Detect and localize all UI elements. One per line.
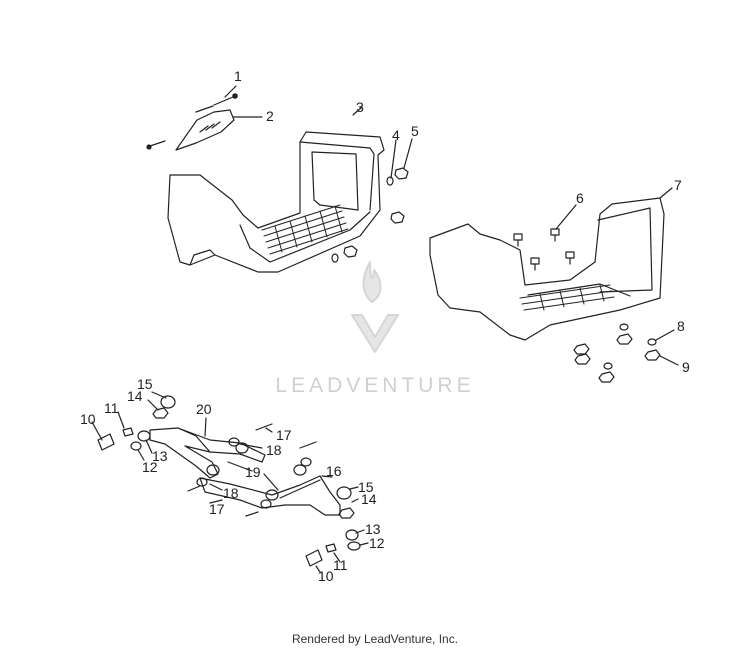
part-4-washer <box>331 139 397 263</box>
callout-labels: 1 2 3 4 5 6 7 8 9 10 11 12 13 14 15 20 1… <box>80 68 690 584</box>
part-2-plate <box>175 109 263 151</box>
watermark-logo <box>351 261 399 353</box>
callout-9: 9 <box>682 359 690 375</box>
callout-16: 16 <box>326 463 342 479</box>
callout-15-upper: 15 <box>137 376 153 392</box>
callout-6: 6 <box>576 190 584 206</box>
callout-19: 19 <box>245 464 261 480</box>
rendered-by-footer: Rendered by LeadVenture, Inc. <box>291 632 459 646</box>
callout-13-lower: 13 <box>365 521 381 537</box>
part-6-bolts <box>513 204 577 271</box>
part-18-bushing <box>196 437 312 509</box>
part-3-left-footrest <box>167 106 385 273</box>
part-11-grease-fitting <box>117 411 341 563</box>
part-17-bolts <box>187 423 317 517</box>
callout-3: 3 <box>356 99 364 115</box>
callout-12-upper: 12 <box>142 459 158 475</box>
callout-18-lower: 18 <box>223 485 239 501</box>
part-20-a-arm-upper <box>149 417 266 479</box>
callout-15-lower: 15 <box>358 479 374 495</box>
callout-12-lower: 12 <box>369 535 385 551</box>
watermark-text: LEADVENTURE <box>275 374 474 397</box>
callout-5: 5 <box>411 123 419 139</box>
callout-13-upper: 13 <box>152 448 168 464</box>
callout-4: 4 <box>392 127 400 143</box>
part-12-washer <box>130 441 369 551</box>
part-7-right-footrest <box>429 187 673 341</box>
callout-1: 1 <box>234 68 242 84</box>
callout-14-lower: 14 <box>361 491 377 507</box>
part-8-clip <box>603 323 675 370</box>
callout-11-lower: 11 <box>333 557 348 573</box>
part-19-sleeve <box>227 461 279 491</box>
part-10-pivot-pin <box>91 421 323 573</box>
callout-17-lower: 17 <box>209 501 225 517</box>
part-14-nut <box>147 399 359 519</box>
callout-2: 2 <box>266 108 274 124</box>
part-5-nut <box>343 138 413 258</box>
callout-10-upper: 10 <box>80 411 96 427</box>
part-15-ball-joint <box>151 391 359 500</box>
part-9-nut <box>573 333 679 383</box>
callout-7: 7 <box>674 177 682 193</box>
callout-20: 20 <box>196 401 212 417</box>
callout-10-lower: 10 <box>318 568 334 584</box>
callout-14-upper: 14 <box>127 388 143 404</box>
callout-11-upper: 11 <box>104 400 119 416</box>
part-1-bolts <box>146 85 238 150</box>
callout-18-upper: 18 <box>266 442 282 458</box>
part-13-bushing <box>137 430 365 541</box>
callout-8: 8 <box>677 318 685 334</box>
callout-17-upper: 17 <box>276 427 292 443</box>
